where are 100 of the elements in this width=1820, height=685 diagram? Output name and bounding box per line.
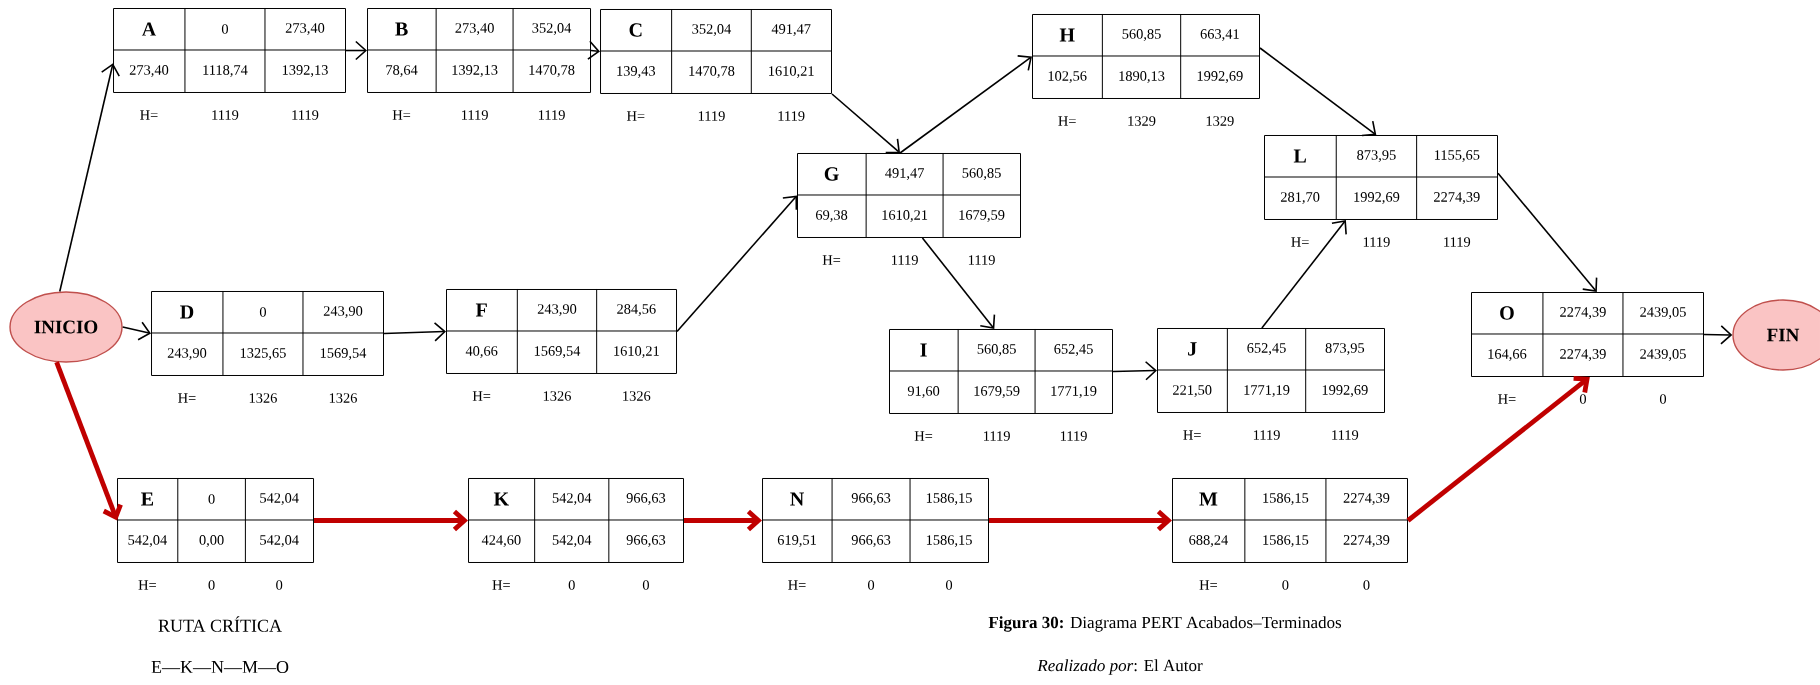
slack-label: 1119 — [984, 431, 1010, 441]
activity-letter: O — [1500, 306, 1514, 320]
arrow — [676, 195, 798, 333]
slack-label: H= — [788, 580, 806, 590]
slack-label: 0 — [568, 580, 575, 590]
activity-letter: C — [629, 23, 642, 37]
slack-label: H= — [138, 580, 156, 590]
cell-value: 1679,59 — [974, 386, 1020, 398]
arrow — [831, 93, 901, 154]
slack-label: 0 — [868, 580, 875, 590]
activity-letter: J — [1188, 342, 1197, 356]
cell-value: 619,51 — [777, 535, 816, 547]
activity-letter: M — [1199, 492, 1218, 506]
slack-label: 1119 — [462, 110, 488, 120]
cell-value: 560,85 — [977, 344, 1016, 356]
cell-value: 69,38 — [816, 210, 848, 222]
cell-value: 0 — [259, 307, 266, 317]
slack-label: 1119 — [1363, 237, 1390, 247]
slack-label: H= — [392, 110, 411, 120]
cell-value: 139,43 — [617, 66, 656, 78]
slack-label: 1119 — [538, 110, 565, 120]
cell-value: 1771,19 — [1244, 385, 1290, 397]
cell-value: 1610,21 — [769, 66, 814, 78]
arrow — [899, 55, 1032, 154]
slack-label: H= — [472, 391, 491, 401]
activity-letter: N — [790, 492, 804, 506]
slack-label: H= — [626, 111, 645, 121]
figure-caption: Figura 30: Diagrama PERT Acabados–Terminados — [988, 616, 1342, 632]
cell-value: 652,45 — [1054, 344, 1093, 356]
activity-letter: H — [1059, 28, 1075, 42]
slack-label: H= — [1183, 430, 1201, 440]
cell-value: 1569,54 — [534, 346, 581, 358]
cell-value: 284,56 — [617, 304, 656, 316]
slack-label: 1119 — [1060, 431, 1087, 441]
cell-value: 491,47 — [885, 168, 924, 180]
cell-value: 1586,15 — [1263, 493, 1309, 505]
arrow — [1112, 360, 1157, 381]
cell-value: 1325,65 — [240, 348, 286, 360]
cell-value: 966,63 — [851, 493, 891, 505]
slack-label: H= — [1498, 394, 1516, 404]
cell-value: 1610,21 — [882, 210, 928, 222]
cell-value: 1679,59 — [959, 210, 1005, 222]
cell-value: 873,95 — [1357, 150, 1396, 162]
note-text: Realizado por: El Autor — [1037, 659, 1203, 675]
slack-label: 0 — [1579, 394, 1586, 404]
cell-value: 542,04 — [552, 493, 592, 505]
slack-label: 1119 — [1444, 237, 1471, 247]
cell-value: 1992,69 — [1354, 192, 1400, 204]
cell-value: 273,40 — [285, 23, 325, 35]
arrow — [314, 509, 468, 532]
slack-label: 1119 — [968, 255, 995, 265]
slack-label: 0 — [1363, 580, 1370, 590]
cell-value: 1392,13 — [282, 65, 328, 77]
activity-letter: D — [180, 305, 194, 319]
slack-label: 1119 — [892, 255, 918, 265]
slack-label: 1119 — [778, 111, 805, 121]
cell-value: 243,90 — [537, 304, 577, 316]
slack-label: H= — [140, 110, 158, 120]
cell-value: 2274,39 — [1560, 349, 1606, 361]
cell-value: 688,24 — [1189, 535, 1228, 547]
slack-label: H= — [914, 431, 933, 441]
slack-label: 1119 — [292, 110, 319, 120]
activity-letter: A — [141, 22, 157, 36]
cell-value: 91,60 — [907, 386, 940, 398]
cell-value: 1470,78 — [529, 65, 575, 77]
activity-letter: B — [395, 22, 408, 36]
activity-letter: I — [920, 343, 927, 357]
slack-label: 1119 — [698, 111, 725, 121]
slack-label: H= — [178, 393, 196, 403]
cell-value: 424,60 — [481, 535, 521, 547]
cell-value: 221,50 — [1173, 385, 1212, 397]
cell-value: 1890,13 — [1119, 71, 1165, 83]
cell-value: 1992,69 — [1197, 71, 1243, 83]
cell-value: 243,90 — [167, 348, 207, 360]
cell-value: 1771,19 — [1051, 386, 1097, 398]
cell-value: 2439,05 — [1640, 307, 1686, 319]
cell-value: 352,04 — [532, 23, 572, 35]
cell-value: 1586,15 — [926, 493, 972, 505]
cell-value: 1610,21 — [614, 346, 659, 358]
slack-label: 1326 — [249, 393, 277, 403]
slack-label: 1329 — [1128, 116, 1156, 126]
arrow — [1703, 325, 1733, 345]
activity-letter: F — [475, 303, 487, 317]
cell-value: 542,04 — [260, 535, 299, 547]
cell-value: 1155,65 — [1434, 150, 1480, 162]
cell-value: 966,63 — [851, 535, 891, 547]
cell-value: 1586,15 — [926, 535, 972, 547]
arrow — [121, 321, 151, 341]
activity-letter: E — [141, 492, 154, 506]
activity-letter: G — [824, 167, 839, 181]
activity-letter: L — [1293, 149, 1306, 163]
cell-value: 0 — [221, 24, 228, 34]
cell-value: 352,04 — [692, 24, 732, 36]
cell-value: 966,63 — [626, 535, 666, 547]
cell-value: 164,66 — [1488, 349, 1527, 361]
cell-value: 966,63 — [626, 493, 666, 505]
arrow — [1406, 375, 1590, 523]
arrow — [989, 509, 1172, 532]
cell-value: 542,04 — [552, 535, 592, 547]
cell-value: 2439,05 — [1640, 349, 1686, 361]
